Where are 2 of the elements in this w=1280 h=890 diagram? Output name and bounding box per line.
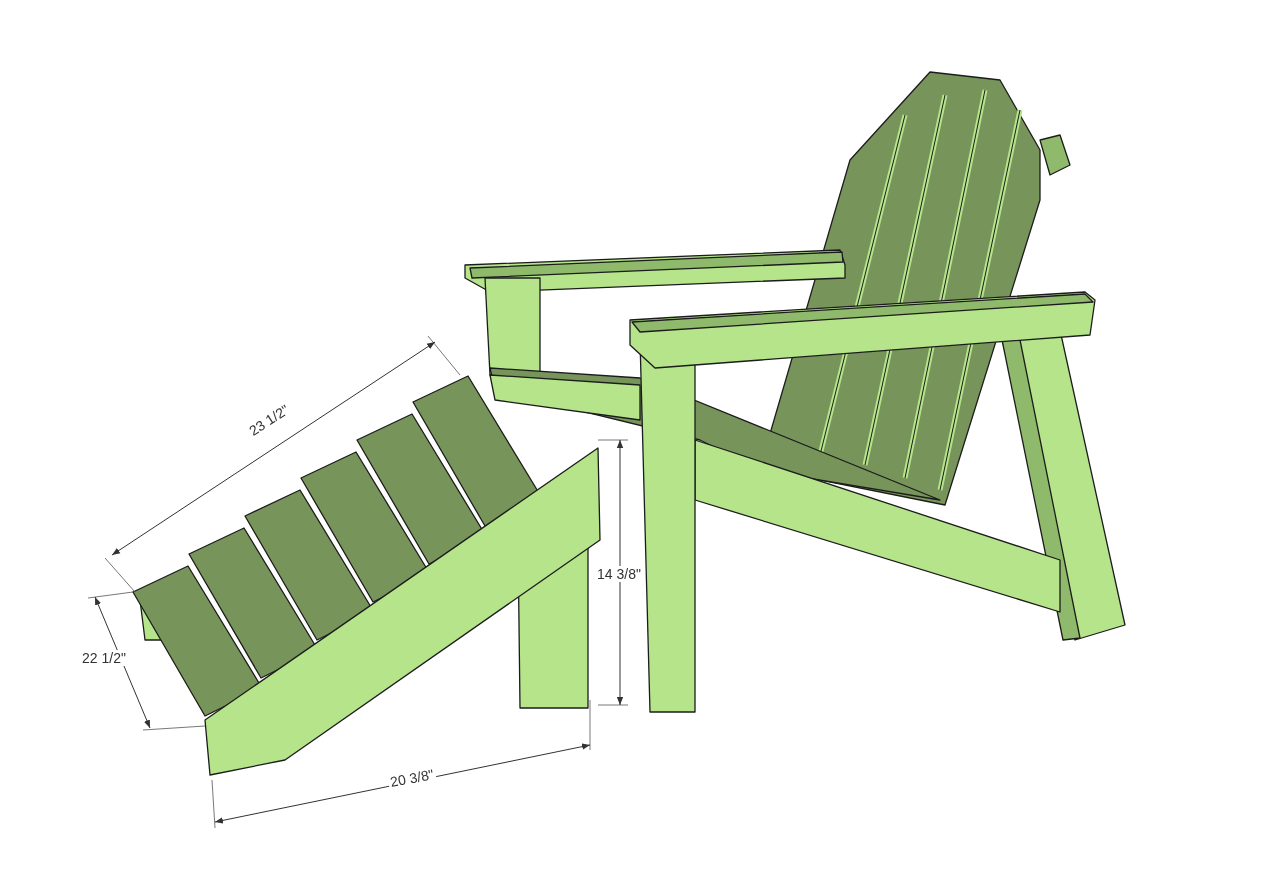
dimension-label: 14 3/8" <box>595 566 643 582</box>
dimension-label: 22 1/2" <box>80 650 128 666</box>
